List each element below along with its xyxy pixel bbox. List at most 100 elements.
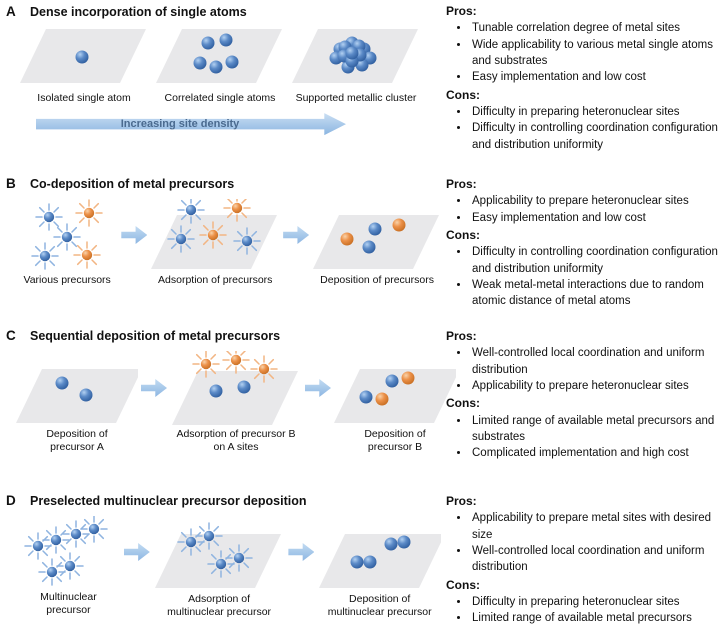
- precursor-orange-icon: [74, 242, 100, 268]
- precursor-blue-icon: [234, 228, 260, 254]
- pros-heading: Pros:: [446, 177, 477, 191]
- pros-item: Easy implementation and low cost: [470, 210, 719, 226]
- stage-label: Adsorption of precursor B on A sites: [176, 428, 296, 454]
- panel-d-proscons: Pros: Applicability to prepare metal sit…: [442, 485, 723, 636]
- graphic-deposition-precursor-a: [16, 369, 138, 423]
- precursor-blue-icon: [168, 226, 194, 252]
- atom-blue-icon: [237, 380, 251, 394]
- panel-title-a: Dense incorporation of single atoms: [30, 5, 247, 19]
- flow-arrow-wrap: [121, 226, 148, 244]
- panel-c-title-row: C Sequential deposition of metal precurs…: [6, 328, 442, 343]
- panel-c: C Sequential deposition of metal precurs…: [0, 320, 723, 485]
- precursor-blue-icon: [36, 204, 62, 230]
- panel-b-stages: Various precursors Adsorption of precurs…: [16, 199, 442, 287]
- stage-isolated-single-atom: Isolated single atom: [16, 27, 152, 105]
- precursor-orange-icon: [193, 351, 219, 377]
- precursor-blue-icon: [226, 545, 252, 571]
- graphic-isolated-single-atom: [20, 29, 146, 83]
- panel-d: D Preselected multinuclear precursor dep…: [0, 485, 723, 636]
- pros-list: Applicability to prepare metal sites wit…: [446, 510, 719, 575]
- stage-label: Deposition of precursor B: [364, 428, 426, 454]
- graphic-correlated-single-atoms: [156, 29, 282, 83]
- graphic-adsorption-of-precursors: [151, 199, 278, 269]
- pros-item: Applicability to prepare heteronuclear s…: [470, 193, 719, 209]
- precursor-orange-icon: [224, 199, 250, 221]
- stage-label: Deposition of precursor A: [46, 428, 108, 454]
- stage-deposition-precursor-b: Deposition of precursor B: [334, 351, 456, 454]
- panel-a-title-row: A Dense incorporation of single atoms: [6, 4, 442, 19]
- cons-heading: Cons:: [446, 228, 480, 243]
- cons-item: Limited range of available metal precurs…: [470, 610, 719, 626]
- cons-item: Difficulty in controlling coordination c…: [470, 120, 719, 153]
- precursor-blue-icon: [63, 521, 89, 547]
- graphic-multinuclear-precursor: [18, 516, 118, 588]
- stage-label: Deposition of precursors: [320, 274, 434, 286]
- flow-arrow-icon: [283, 226, 310, 244]
- cons-heading: Cons:: [446, 87, 480, 102]
- cons-list: Difficulty in preparing heteronuclear si…: [446, 594, 719, 627]
- flow-arrow-icon: [123, 543, 150, 561]
- atom-orange-icon: [401, 371, 415, 385]
- pros-heading: Pros:: [446, 494, 477, 508]
- stage-multinuclear-precursor: Multinuclear precursor: [16, 516, 121, 617]
- panel-d-left: D Preselected multinuclear precursor dep…: [0, 485, 442, 636]
- flow-arrow-icon: [288, 543, 315, 561]
- atom-blue-icon: [79, 388, 93, 402]
- atom-blue-icon: [368, 222, 382, 236]
- atom-blue-icon: [362, 240, 376, 254]
- flow-arrow-wrap: [305, 379, 331, 397]
- atom-blue-icon: [225, 55, 239, 69]
- precursor-blue-icon: [39, 559, 65, 585]
- stage-deposition-multinuclear: Deposition of multinuclear precursor: [317, 516, 442, 619]
- substrate-shape: [16, 369, 138, 423]
- precursor-blue-icon: [57, 553, 83, 579]
- cons-item: Complicated implementation and high cost: [470, 445, 719, 461]
- graphic-adsorption-multinuclear: [155, 516, 282, 588]
- flow-arrow-icon: [141, 379, 167, 397]
- panel-b-proscons: Pros: Applicability to prepare heteronuc…: [442, 162, 723, 320]
- cons-list: Limited range of available metal precurs…: [446, 413, 719, 462]
- panel-b-left: B Co-deposition of metal precursors Vari…: [0, 162, 442, 320]
- substrate-shape: [172, 371, 298, 425]
- substrate-shape: [318, 534, 441, 588]
- precursor-orange-icon: [76, 200, 102, 226]
- cons-item: Difficulty in preparing heteronuclear si…: [470, 104, 719, 120]
- pros-item: Well-controlled local coordination and u…: [470, 345, 719, 378]
- atom-orange-icon: [392, 218, 406, 232]
- atom-blue-icon: [209, 60, 223, 74]
- pros-heading: Pros:: [446, 4, 477, 18]
- pros-item: Applicability to prepare metal sites wit…: [470, 510, 719, 543]
- cons-item: Difficulty in preparing heteronuclear si…: [470, 594, 719, 610]
- flow-arrow-wrap: [123, 543, 150, 561]
- cons-item: Weak metal-metal interactions due to ran…: [470, 277, 719, 310]
- stage-adsorption-multinuclear: Adsorption of multinuclear precursor: [153, 516, 286, 619]
- precursor-orange-icon: [200, 222, 226, 248]
- stage-various-precursors: Various precursors: [16, 199, 118, 287]
- pros-heading: Pros:: [446, 329, 477, 343]
- atom-blue-icon: [75, 50, 89, 64]
- panel-letter-a: A: [6, 4, 16, 19]
- graphic-adsorption-precursor-b: [172, 351, 298, 425]
- pros-item: Easy implementation and low cost: [470, 69, 719, 85]
- stage-label: Supported metallic cluster: [295, 92, 417, 104]
- precursor-orange-icon: [223, 351, 249, 373]
- panel-c-proscons: Pros: Well-controlled local coordination…: [442, 320, 723, 485]
- atom-blue-icon: [385, 374, 399, 388]
- atom-blue-icon: [193, 56, 207, 70]
- atom-blue-icon: [201, 36, 215, 50]
- pros-item: Wide applicability to various metal sing…: [470, 37, 719, 70]
- atom-blue-icon: [345, 46, 359, 60]
- panel-letter-b: B: [6, 176, 16, 191]
- atom-blue-icon: [55, 376, 69, 390]
- atom-blue-icon: [209, 384, 223, 398]
- pros-list: Well-controlled local coordination and u…: [446, 345, 719, 394]
- precursor-blue-icon: [54, 224, 80, 250]
- precursor-blue-icon: [178, 199, 204, 223]
- atom-orange-icon: [340, 232, 354, 246]
- precursor-blue-icon: [81, 516, 107, 542]
- panel-b: B Co-deposition of metal precursors Vari…: [0, 162, 723, 320]
- precursor-blue-icon: [178, 529, 204, 555]
- cons-list: Difficulty in controlling coordination c…: [446, 244, 719, 309]
- pros-item: Applicability to prepare heteronuclear s…: [470, 378, 719, 394]
- pros-item: Tunable correlation degree of metal site…: [470, 20, 719, 36]
